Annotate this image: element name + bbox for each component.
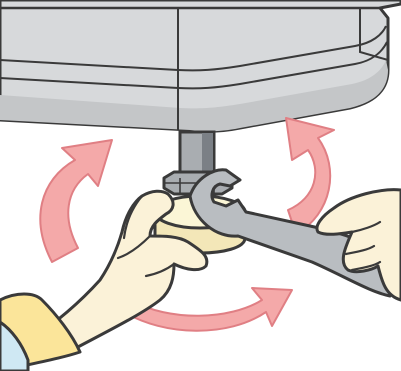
- foot-stem-shade: [202, 133, 213, 177]
- left-sleeve: [0, 294, 80, 371]
- rotation-arrow-left: [40, 140, 112, 262]
- machine-body: [0, 0, 401, 131]
